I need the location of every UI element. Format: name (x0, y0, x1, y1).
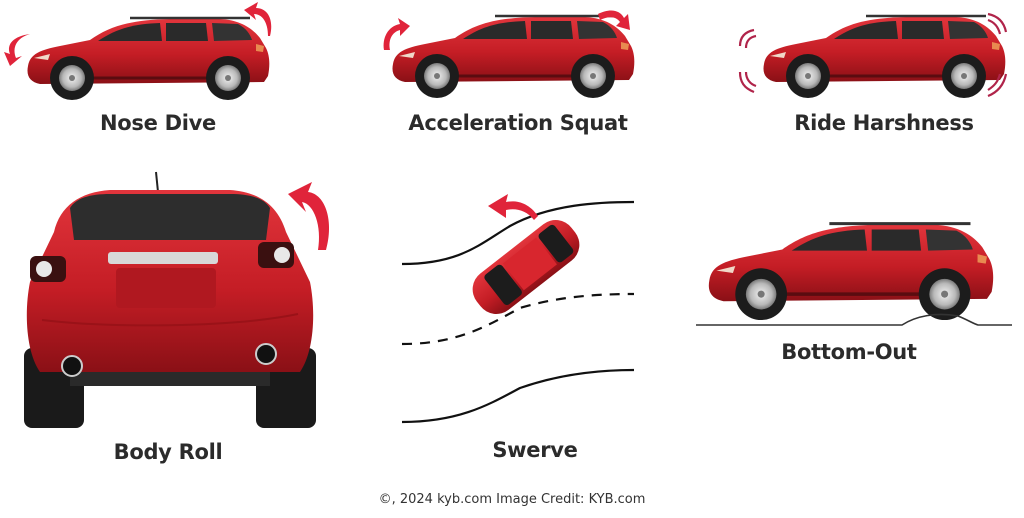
vibration-lines-front-icon (738, 28, 757, 94)
label-acceleration-squat: Acceleration Squat (408, 111, 628, 135)
arrow-up-front-icon (383, 18, 410, 50)
label-nose-dive: Nose Dive (100, 111, 216, 135)
arrow-swerve-left-icon (488, 194, 538, 220)
road-edge-top (401, 200, 635, 266)
arrow-roll-up-icon (288, 182, 330, 250)
label-body-roll: Body Roll (113, 440, 223, 464)
arrow-down-front-icon (4, 34, 30, 66)
red-suv-side-image (26, 16, 271, 102)
red-car-top-view-image (472, 220, 580, 314)
road-centerline-dashed (401, 292, 635, 346)
label-swerve: Swerve (492, 438, 578, 462)
swerve-road-diagram (401, 200, 635, 424)
arrow-up-rear-icon (244, 2, 272, 36)
arrow-down-rear-icon (598, 10, 630, 30)
ground-bump-line (696, 313, 1012, 326)
label-ride-harshness: Ride Harshness (794, 111, 974, 135)
label-bottom-out: Bottom-Out (781, 340, 917, 364)
red-suv-rear-image (24, 171, 316, 428)
image-credit: ©, 2024 kyb.com Image Credit: KYB.com (378, 492, 646, 507)
road-edge-bottom (401, 368, 635, 424)
red-suv-side-image (762, 14, 1007, 100)
vibration-lines-rear-icon (987, 12, 1008, 98)
